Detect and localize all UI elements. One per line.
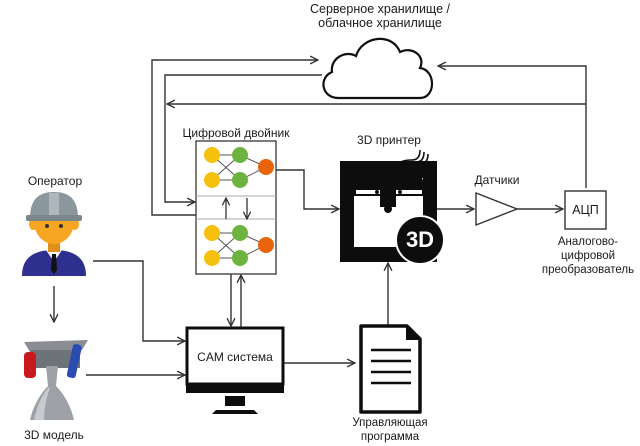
cloud-label: Серверное хранилище / облачное хранилище	[290, 2, 470, 30]
adc-box[interactable]	[564, 190, 607, 230]
adc-caption-line3: преобразователь	[541, 264, 635, 276]
adc-label: АЦП	[572, 203, 599, 217]
edge-cloud-to-twin	[164, 74, 322, 202]
printer-label: 3D принтер	[357, 133, 421, 147]
adc-caption-line1: Аналогово-	[557, 236, 619, 248]
program-label-line1: Управляющая	[352, 417, 428, 429]
cloud-label-line2: облачное хранилище	[318, 16, 442, 30]
document-icon[interactable]	[359, 324, 422, 414]
twin-arrows-internal	[226, 198, 247, 219]
adc-caption-line2: цифровой	[560, 250, 616, 262]
program-label: Управляющая программа	[345, 416, 435, 444]
sensors-label: Датчики	[474, 173, 520, 187]
edge-adc-to-cloud	[438, 66, 587, 188]
program-label-line2: программа	[360, 431, 420, 443]
neural-network-icon-bottom	[204, 225, 274, 266]
operator-icon[interactable]	[22, 192, 86, 276]
digital-twin-label: Цифровой двойник	[182, 126, 290, 140]
printer-3d-badge: 3D	[405, 227, 435, 252]
rocket-engine-model-icon[interactable]	[24, 340, 88, 420]
printer-icon[interactable]	[340, 149, 445, 265]
operator-label: Оператор	[27, 174, 83, 188]
sensor-icon[interactable]	[475, 191, 519, 227]
cam-label: CAM система	[197, 350, 273, 364]
adc-caption: Аналогово- цифровой преобразователь	[536, 235, 640, 277]
cloud-icon[interactable]	[322, 37, 434, 100]
cloud-label-line1: Серверное хранилище /	[310, 2, 450, 16]
neural-network-icon-top	[204, 147, 274, 188]
model-label: 3D модель	[24, 428, 84, 442]
edge-twin-to-cloud	[151, 60, 318, 216]
edge-operator-to-cam	[93, 260, 185, 341]
edge-twin-to-printer	[276, 169, 339, 209]
cam-monitor-icon[interactable]	[185, 326, 285, 414]
